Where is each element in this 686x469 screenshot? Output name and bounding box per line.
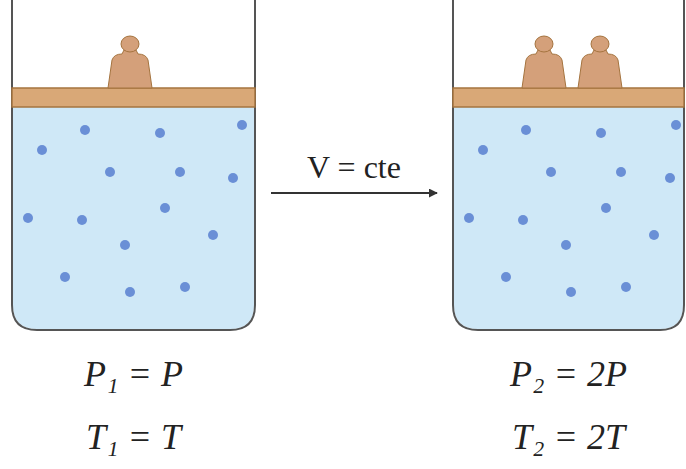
molecule (478, 145, 488, 155)
molecule (464, 213, 474, 223)
vessel-state: P₁ = P T₁ = T (12, 0, 255, 469)
molecule (120, 240, 130, 250)
molecule (180, 282, 190, 292)
vessel-state: P₂ = 2P T₂ = 2T (453, 0, 684, 469)
weight-knob (535, 36, 553, 52)
state-variable: T₁ = T (86, 416, 181, 459)
molecule (621, 282, 631, 292)
piston (12, 88, 255, 107)
piston (453, 88, 684, 107)
weight (522, 36, 566, 88)
left-vessel (12, 0, 255, 330)
molecule (518, 215, 528, 225)
molecule (228, 173, 238, 183)
process-condition: V = cte (303, 150, 405, 185)
vessel-wall (12, 0, 255, 330)
molecule (566, 287, 576, 297)
right-vessel (453, 0, 684, 330)
molecule (60, 272, 70, 282)
gas-region (454, 107, 683, 329)
molecule (160, 203, 170, 213)
weight-knob (121, 36, 139, 52)
molecule (665, 173, 675, 183)
weight-body (108, 50, 152, 88)
molecule (521, 125, 531, 135)
molecule (37, 145, 47, 155)
molecule (155, 128, 165, 138)
molecule (175, 167, 185, 177)
molecule (601, 203, 611, 213)
molecule (501, 272, 511, 282)
molecule (596, 128, 606, 138)
weight-body (522, 50, 566, 88)
state-variable: T₂ = 2T (512, 416, 625, 459)
molecules (464, 120, 681, 297)
molecule (561, 240, 571, 250)
gas-region (13, 107, 254, 329)
vessel-wall (453, 0, 684, 330)
state-variable: P₁ = P (84, 353, 183, 396)
molecule (23, 213, 33, 223)
weight-knob (591, 36, 609, 52)
molecule (77, 215, 87, 225)
molecule (616, 167, 626, 177)
molecule (125, 287, 135, 297)
molecule (546, 167, 556, 177)
molecule (208, 230, 218, 240)
molecule (80, 125, 90, 135)
weight (578, 36, 622, 88)
state-variable: P₂ = 2P (510, 353, 627, 396)
weight (108, 36, 152, 88)
weight-body (578, 50, 622, 88)
molecule (671, 120, 681, 130)
molecule (237, 120, 247, 130)
molecule (649, 230, 659, 240)
molecules (23, 120, 247, 297)
process-arrow (271, 192, 437, 194)
molecule (105, 167, 115, 177)
